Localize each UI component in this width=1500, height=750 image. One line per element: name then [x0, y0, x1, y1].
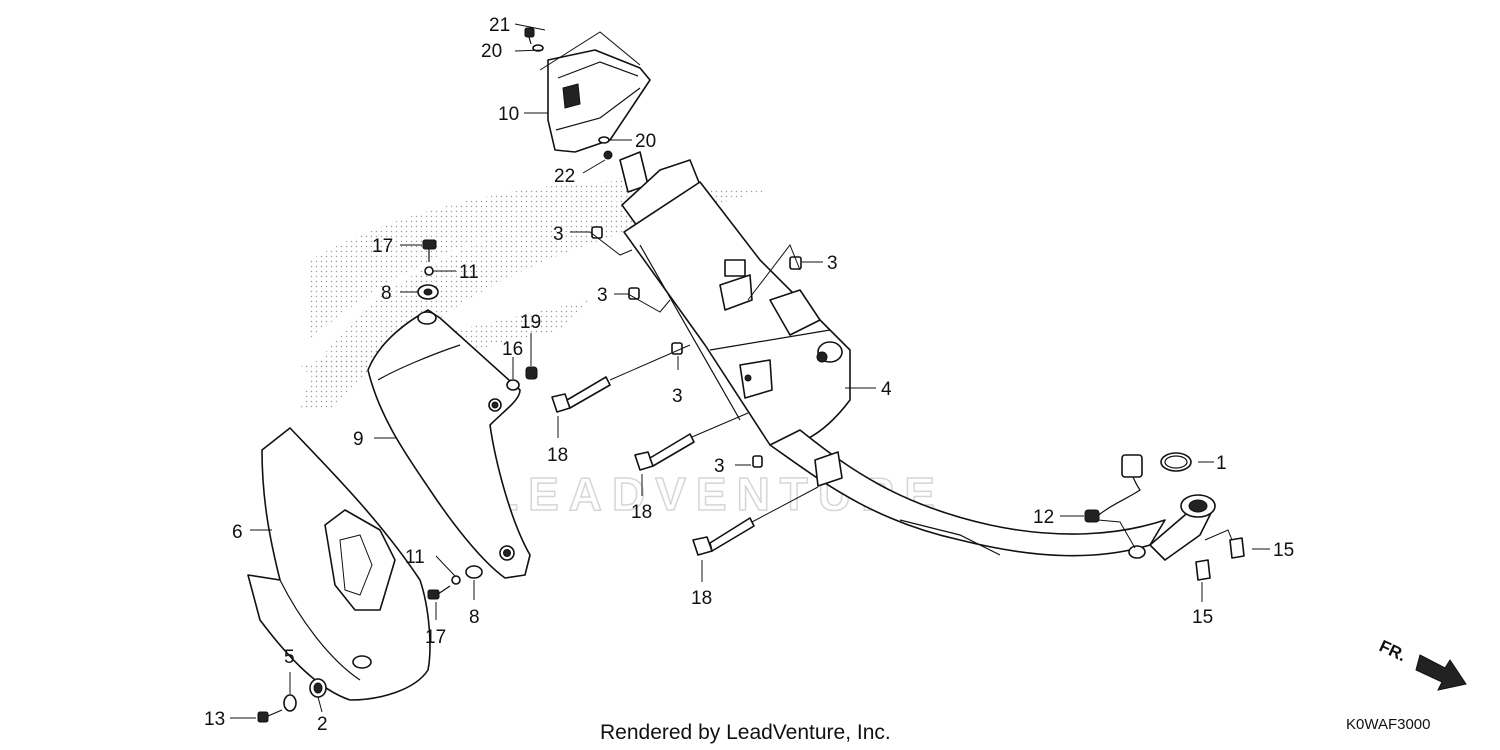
callout-3-a: 3 — [553, 224, 564, 245]
diagram-code: K0WAF3000 — [1346, 716, 1431, 733]
callout-10: 10 — [498, 104, 519, 125]
front-arrow-icon — [1415, 654, 1467, 691]
callout-3-e: 3 — [827, 253, 838, 274]
callout-18-b: 18 — [631, 502, 652, 523]
callout-17-bottom: 17 — [425, 627, 446, 648]
callout-17-top: 17 — [372, 236, 393, 257]
callout-6: 6 — [232, 522, 243, 543]
grommet-hardware — [506, 366, 538, 391]
callout-11-bottom: 11 — [405, 547, 425, 568]
callout-3-c: 3 — [672, 386, 683, 407]
front-direction-label: FR. — [1376, 636, 1409, 665]
callout-18-a: 18 — [547, 445, 568, 466]
flange-nuts — [1195, 537, 1245, 581]
callout-20-top: 20 — [481, 41, 502, 62]
render-credit: Rendered by LeadVenture, Inc. — [600, 721, 891, 744]
callout-22: 22 — [554, 166, 575, 187]
protector-screw-set — [257, 678, 327, 723]
callout-4: 4 — [881, 379, 892, 400]
heat-protector-cover — [367, 309, 531, 579]
front-direction-indicator: FR. — [1376, 636, 1467, 691]
upper-mount-hardware — [417, 239, 439, 300]
callout-19: 19 — [520, 312, 541, 333]
callout-16: 16 — [502, 339, 523, 360]
oxygen-sensor — [1084, 454, 1143, 523]
lower-mount-hardware — [427, 565, 483, 600]
callout-15-right: 15 — [1273, 540, 1294, 561]
callout-labels: 1 2 3 3 3 3 3 4 5 6 8 8 9 10 11 11 12 13… — [204, 15, 1294, 735]
callout-13: 13 — [204, 709, 225, 730]
callout-5: 5 — [284, 647, 295, 668]
callout-3-b: 3 — [597, 285, 608, 306]
exhaust-gasket — [1160, 452, 1192, 472]
muffler-protector — [247, 427, 431, 701]
callout-12: 12 — [1033, 507, 1054, 528]
callout-21: 21 — [489, 15, 510, 36]
callout-9: 9 — [353, 429, 364, 450]
callout-2: 2 — [317, 714, 328, 735]
exhaust-muffler — [619, 151, 1216, 561]
end-cover — [547, 49, 651, 153]
muffler-mount-bolts — [551, 376, 755, 556]
callout-15-bottom: 15 — [1192, 607, 1213, 628]
callout-8-top: 8 — [381, 283, 392, 304]
callout-8-bottom: 8 — [469, 607, 480, 628]
leader-lines — [230, 23, 1270, 719]
end-cover-hardware — [524, 27, 613, 160]
callout-11-top: 11 — [459, 262, 479, 283]
callout-18-c: 18 — [691, 588, 712, 609]
callout-20-bottom: 20 — [635, 131, 656, 152]
callout-3-d: 3 — [714, 456, 725, 477]
callout-1: 1 — [1216, 453, 1227, 474]
